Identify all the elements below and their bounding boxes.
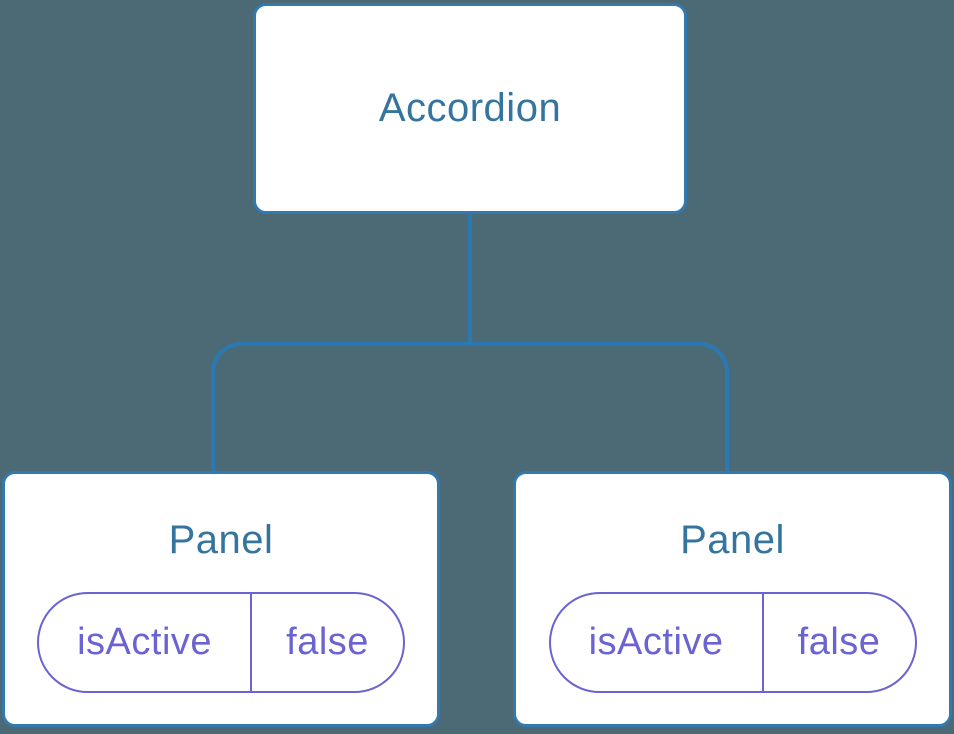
connector-bracket xyxy=(211,342,729,472)
panel-right-state-value: false xyxy=(761,594,915,691)
accordion-node: Accordion xyxy=(253,3,687,214)
panel-node-left: Panel isActive false xyxy=(2,471,440,727)
panel-right-state-pill: isActive false xyxy=(548,592,917,693)
panel-right-state-key: isActive xyxy=(588,621,724,663)
panel-left-state-key: isActive xyxy=(77,621,213,663)
accordion-node-label: Accordion xyxy=(378,86,562,130)
panel-right-label: Panel xyxy=(680,518,785,562)
panel-left-state-pill: isActive false xyxy=(37,592,405,693)
panel-left-state-value: false xyxy=(250,594,403,691)
connector-stem xyxy=(468,213,472,346)
panel-node-right: Panel isActive false xyxy=(513,471,952,727)
panel-left-label: Panel xyxy=(168,518,274,562)
